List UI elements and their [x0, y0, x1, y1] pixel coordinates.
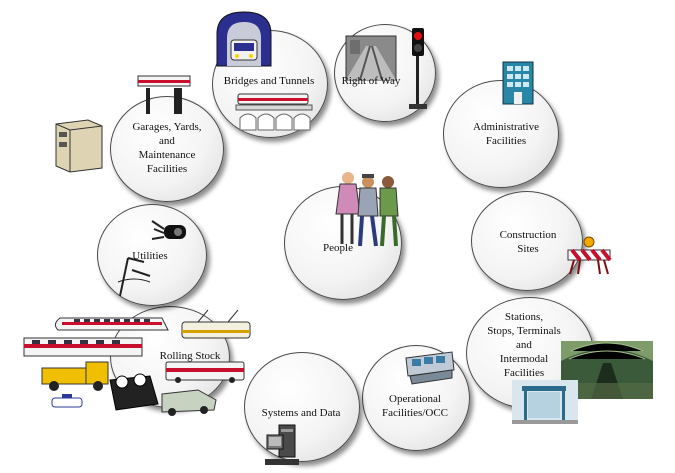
label-operational: Operational Facilities/OCC [382, 393, 448, 419]
water-pipe-icon [151, 220, 186, 240]
bus-shelter-photo [512, 380, 578, 424]
label-rolling-stock: Rolling Stock [159, 350, 221, 362]
label-right-of-way: Right of Way [341, 75, 401, 87]
label-administrative: Administrative Facilities [473, 121, 539, 147]
utility-pole-icon [117, 257, 151, 297]
rolling-stock-art [23, 309, 251, 416]
rail-signal-icon [409, 28, 427, 109]
electrical-cabinet-icon [55, 119, 103, 173]
construction-barrier-icon [567, 236, 612, 275]
label-garages: Garages, Yards, and Maintenance Faciliti… [132, 121, 202, 175]
node-systems [244, 352, 360, 462]
label-people: People [323, 242, 353, 254]
people-group-icon [335, 172, 399, 247]
track-photo-icon [345, 35, 397, 81]
bridge-train-icon [235, 93, 313, 131]
node-garages [110, 96, 224, 202]
label-bridges-tunnels: Bridges and Tunnels [223, 75, 315, 87]
lift-crane-icon [137, 75, 191, 114]
tunnel-train-icon [216, 11, 272, 67]
label-utilities: Utilities [132, 250, 168, 262]
label-stations: Stations, Stops, Terminals and Intermoda… [487, 311, 561, 379]
computer-icon [265, 424, 299, 465]
node-construction [471, 191, 583, 291]
label-systems-data: Systems and Data [261, 407, 341, 419]
label-construction: Construction Sites [499, 229, 557, 255]
node-administrative [443, 80, 559, 188]
control-console-icon [405, 351, 455, 385]
office-building-icon [502, 61, 534, 105]
